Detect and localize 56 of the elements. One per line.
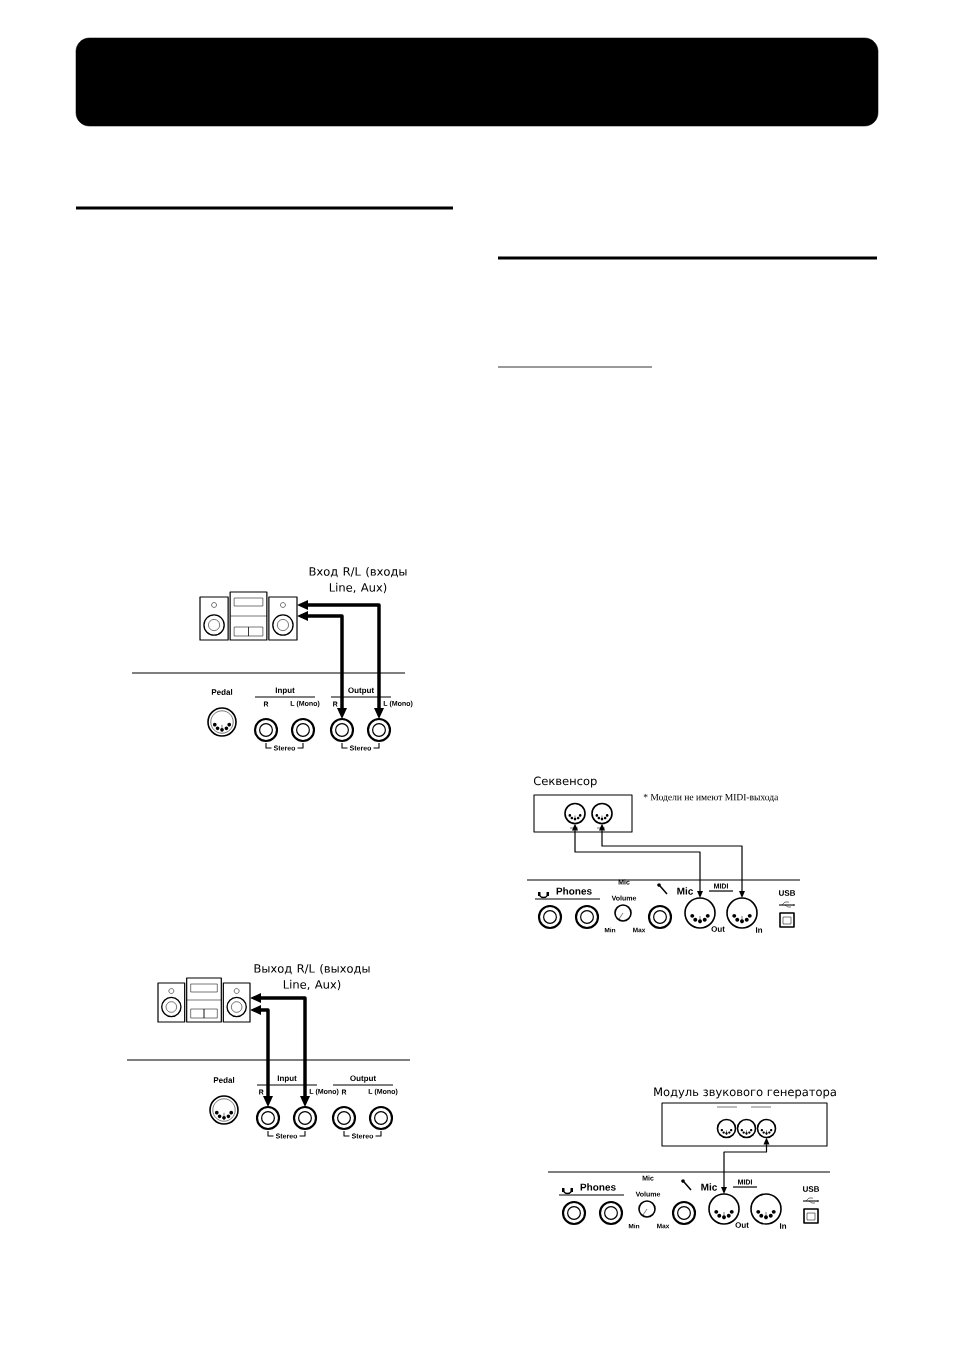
jack-socket [366,717,392,743]
jack-socket [561,1200,587,1226]
jack-socket [671,1200,697,1226]
jack-socket [574,904,600,930]
panel-label: Mic [701,1183,718,1191]
panel-label: Phones [556,887,592,895]
panel-label: In [780,1223,787,1229]
midi-socket [756,1118,777,1139]
jack-socket [253,717,279,743]
pedal-socket [207,707,237,737]
title-bar [75,37,879,127]
connection-cable [599,823,745,898]
stereo-heading: Вход R/L (входы Line, Aux) [309,566,407,594]
panel-label: Pedal [213,1077,235,1083]
panel-label: Out [735,1222,749,1228]
panel-label: USB [803,1186,820,1192]
jack-socket [368,1105,394,1131]
pedal-socket [209,1095,239,1125]
volume-knob [638,1200,656,1218]
midi-socket [750,1193,782,1225]
jack-socket [292,1105,318,1131]
jack-socket [537,904,563,930]
footnote: * Модели не имеют MIDI-выхода [643,794,779,803]
panel-label: Input [277,1075,297,1083]
connection-cable [250,1005,273,1107]
connection-cable [572,823,703,898]
usb-port [803,1208,819,1224]
midi-socket [736,1118,757,1139]
device-heading: Секвенсор [533,776,597,788]
jack-socket [598,1200,624,1226]
device-heading: Модуль звукового генератора [654,1087,836,1099]
panel-label: Output [348,687,374,695]
panel-label: Output [350,1075,376,1083]
jack-socket [331,1105,357,1131]
panel-label: Phones [580,1183,616,1191]
panel-label: Mic [677,887,694,895]
panel-label: In [756,927,763,933]
connection-cable [297,600,384,719]
panel-label: Input [275,687,295,695]
jack-socket [290,717,316,743]
panel-label: Out [711,926,725,932]
jack-socket [329,717,355,743]
usb-port [779,912,795,928]
connection-cable [250,993,310,1107]
midi-socket [716,1118,737,1139]
stereo-heading: Выход R/L (выходы Line, Aux) [254,963,370,991]
midi-socket [564,802,586,825]
connection-cable [297,611,347,719]
jack-socket [255,1105,281,1131]
midi-socket [591,802,613,825]
panel-label: Pedal [211,689,233,695]
midi-socket [726,897,758,929]
connection-cable [721,1137,770,1194]
jack-socket [647,904,673,930]
panel-label: USB [779,890,796,896]
volume-knob [614,904,632,922]
